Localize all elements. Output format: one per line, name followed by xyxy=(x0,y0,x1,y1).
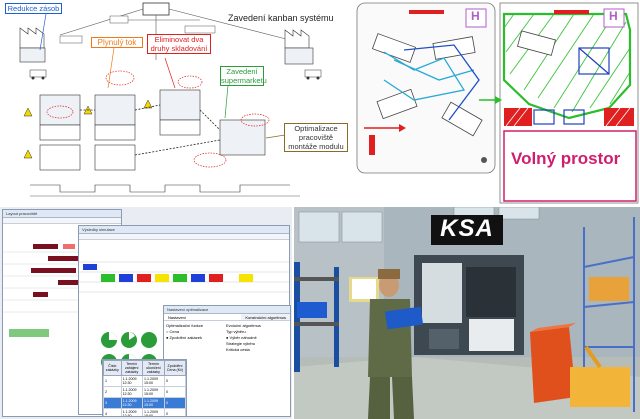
table-cell: 2 xyxy=(103,386,122,398)
tab-settings[interactable]: Nastavení xyxy=(164,314,191,320)
radio-zpozdeni-label: Zpoždění zakázek xyxy=(169,335,202,340)
window-title: Výsledky simulace xyxy=(79,226,289,234)
critical-path-label: Kritická cesta xyxy=(226,347,250,352)
layout-plan-diagram xyxy=(356,2,639,204)
table-header-cell[interactable]: Termín ukončení zakázky xyxy=(141,360,166,376)
table-cell: 4 xyxy=(103,408,122,416)
layout-plan-panel: H H Volný prostor xyxy=(354,0,640,205)
table-cell: 1.1.2009 15:00 xyxy=(141,397,166,409)
value-stream-map-panel: Zavedení kanban systému Redukce zásob Pl… xyxy=(0,0,350,205)
table-header-cell[interactable]: Zpoždění Cena (Kč) xyxy=(164,360,186,376)
tab-strip[interactable] xyxy=(3,218,121,224)
table-cell: 0 xyxy=(164,386,186,398)
ksa-logo: KSA xyxy=(440,215,494,242)
helicopter-symbol-right: H xyxy=(609,9,618,23)
table-cell: 1.1.2009 12:30 xyxy=(120,397,143,409)
vsm-title: Zavedení kanban systému xyxy=(228,13,334,23)
radio-cena-label: Cena xyxy=(169,329,180,334)
opt-function-label: Optimalizační funkce xyxy=(166,323,204,328)
vsm-diagram xyxy=(19,2,322,197)
table-cell: 0 xyxy=(164,408,186,416)
table-header-cell[interactable]: Číslo zakázky xyxy=(103,360,122,376)
helicopter-symbol-left: H xyxy=(471,9,480,23)
callout-smooth-flow: Plynulý tok xyxy=(91,37,143,48)
table-cell: 1.1.2009 15:00 xyxy=(141,408,166,416)
radio-random-label: Výběr náhodně xyxy=(229,335,257,340)
radio-cena[interactable]: ○ Cena xyxy=(166,329,180,334)
table-cell: 1.1.2009 12:30 xyxy=(120,408,143,416)
table-cell: 0 xyxy=(164,375,186,387)
select-type-label: Typ výběru xyxy=(226,329,246,334)
tab-algorithm[interactable]: Konstrukční algoritmus xyxy=(241,314,290,320)
table-cell: 1.1.2009 15:00 xyxy=(141,386,166,398)
evo-alg-label: Evoluční algoritmus xyxy=(226,323,261,328)
table-cell: 1.1.2009 15:00 xyxy=(141,375,166,387)
callout-eliminate-storage: Eliminovat dva druhy skladování xyxy=(147,34,211,54)
table-cell: 1.1.2009 12:30 xyxy=(120,375,143,387)
table-cell: 3 xyxy=(103,397,122,409)
callout-optimize-workplace: Optimalizace pracoviště montáže modulu xyxy=(284,123,348,152)
window-title: Layout pracoviště xyxy=(3,210,121,218)
window-title: Nastavení optimalizace xyxy=(164,306,290,314)
3d-workshop-scene: KSA xyxy=(294,207,640,419)
table-cell: 1.1.2009 12:30 xyxy=(120,386,143,398)
strategy-label: Strategie výběru xyxy=(226,341,256,346)
callout-supermarket: Zavedení supermarketu xyxy=(220,66,267,86)
software-screenshots-panel: Layout pracoviště Výsledky simulace xyxy=(0,207,292,419)
workshop-render xyxy=(294,207,640,419)
table-header-cell[interactable]: Termín zahájení zakázky xyxy=(120,360,143,376)
table-cell: 1 xyxy=(103,375,122,387)
radio-random[interactable]: ● Výběr náhodně xyxy=(226,335,257,340)
radio-zpozdeni[interactable]: ● Zpoždění zakázek xyxy=(166,335,202,340)
callout-reduce-stock: Redukce zásob xyxy=(5,3,62,14)
tab-strip[interactable] xyxy=(79,234,289,240)
free-space-label: Volný prostor xyxy=(511,149,621,168)
table-cell: 0 xyxy=(164,397,186,409)
